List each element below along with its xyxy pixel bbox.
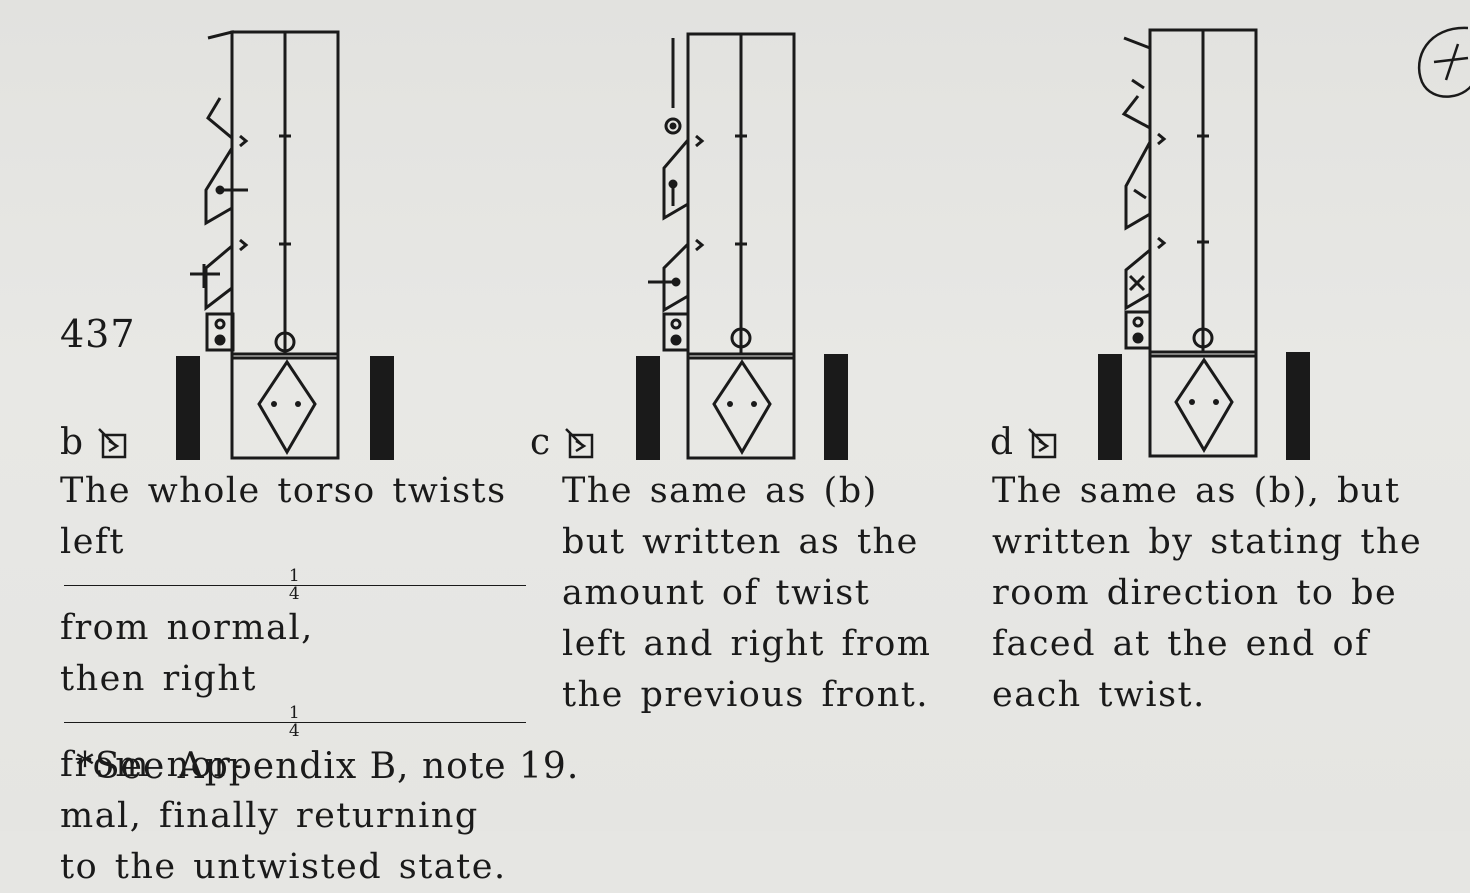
caption-line: the previous front. [562, 675, 929, 715]
panel-letter: d [990, 422, 1014, 463]
right-bar [824, 354, 848, 460]
start-position-box [686, 352, 796, 460]
left-bar [1098, 354, 1122, 460]
labanotation-staff-d [1098, 28, 1310, 460]
dot-circle [664, 117, 682, 135]
twist-symbol-1 [206, 30, 234, 142]
body-part-sign [205, 312, 235, 352]
caption-line: The same as (b) [562, 471, 878, 511]
twist-symbol-3 [204, 244, 233, 312]
caption-line: amount of twist [562, 573, 871, 613]
hold-circle [1192, 327, 1214, 349]
caption-c: The same as (b) but written as the amoun… [562, 466, 982, 721]
twist-symbol-3 [1124, 248, 1151, 311]
left-bar [636, 356, 660, 460]
caption-line: The same as (b), but [992, 471, 1401, 511]
caption-line: each twist. [992, 675, 1206, 715]
twist-symbol-2 [662, 242, 690, 313]
panel-label-b: b [60, 422, 129, 463]
body-part-sign [662, 312, 690, 352]
labanotation-staff-b [176, 30, 394, 460]
start-position-box [230, 352, 340, 460]
diamond-symbol [1174, 357, 1234, 453]
caption-line: but written as the [562, 522, 919, 562]
caption-line: to the untwisted state. [60, 847, 507, 887]
hold-circle [730, 327, 752, 349]
right-bar [370, 356, 394, 460]
footnote: *See Appendix B, note 19. [76, 746, 580, 787]
right-bar [1286, 352, 1310, 460]
staff-diagram-c [580, 18, 940, 468]
twist-symbol-1 [1121, 36, 1152, 131]
diamond-symbol [257, 359, 317, 455]
hold-circle [274, 331, 296, 353]
twist-symbol-2 [204, 147, 234, 226]
labanotation-staff-c [636, 32, 848, 460]
start-position-box [1148, 350, 1258, 458]
staff-diagram-d [1040, 18, 1400, 468]
body-part-sign [1124, 310, 1152, 350]
handwritten-mark-icon [1417, 26, 1470, 98]
front-sign-icon [98, 427, 127, 458]
twist-symbol-1 [662, 139, 690, 221]
figure-number: 437 [60, 312, 136, 356]
diamond-symbol [712, 359, 772, 455]
caption-line: The whole torso twists [60, 471, 507, 511]
caption-line: left and right from [562, 624, 932, 664]
panel-label-d: d [990, 422, 1059, 463]
front-sign-icon [565, 427, 594, 458]
front-sign-icon [1028, 427, 1057, 458]
caption-line: written by stating the [992, 522, 1423, 562]
caption-d: The same as (b), but written by stating … [992, 466, 1442, 721]
twist-symbol-2 [1124, 141, 1152, 231]
left-bar [176, 356, 200, 460]
caption-line: room direction to be [992, 573, 1398, 613]
staff-diagram-b [120, 18, 480, 468]
caption-line: mal, finally returning [60, 796, 479, 836]
panel-label-c: c [530, 422, 596, 463]
caption-line: faced at the end of [992, 624, 1370, 664]
panel-letter: c [530, 422, 551, 463]
panel-letter: b [60, 422, 84, 463]
